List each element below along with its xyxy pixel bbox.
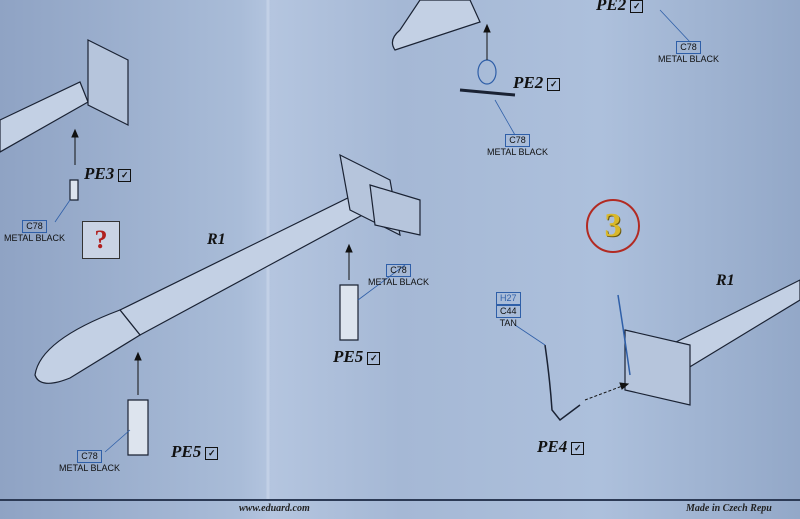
footer-website: www.eduard.com	[239, 503, 310, 514]
paint-code: C78	[22, 220, 47, 233]
part-label-pe2-top: PE2✓	[596, 0, 644, 15]
part-label-text: PE2	[596, 0, 627, 14]
part-label-text: PE5	[333, 347, 364, 366]
rocket-label-r1-right: R1	[716, 272, 735, 289]
part-label-pe5-mid: PE5✓	[333, 347, 381, 367]
fin-center-2	[369, 184, 421, 236]
paint-name: METAL BLACK	[4, 233, 66, 243]
paint-code: C78	[77, 450, 102, 463]
paint-code-h27: H27	[496, 292, 521, 305]
part-label-text: PE4	[537, 437, 568, 456]
part-label-text: PE2	[513, 73, 544, 92]
paint-code: C78	[676, 41, 701, 54]
checkbox-pe3[interactable]: ✓	[118, 169, 132, 182]
paint-name: TAN	[499, 318, 517, 328]
fin-right	[624, 329, 691, 406]
paint-name: METAL BLACK	[658, 54, 720, 64]
rocket-center-nose	[34, 309, 141, 384]
paint-code: C78	[386, 264, 411, 277]
part-pe3	[69, 179, 79, 201]
paint-name: METAL BLACK	[59, 463, 121, 473]
step-number-badge: 3	[586, 199, 640, 253]
checkbox-pe5-mid[interactable]: ✓	[367, 352, 381, 365]
part-label-pe4: PE4✓	[537, 437, 585, 457]
fin-pe3	[87, 39, 129, 126]
part-pe5-left	[127, 399, 149, 456]
paint-name: METAL BLACK	[487, 147, 549, 157]
checkbox-pe4[interactable]: ✓	[571, 442, 585, 455]
footer-rule	[0, 499, 800, 501]
paint-name: METAL BLACK	[368, 277, 430, 287]
checkbox-pe2-top[interactable]: ✓	[630, 0, 644, 13]
help-question-box: ?	[82, 221, 120, 259]
paint-code: C78	[505, 134, 530, 147]
rocket-nose-top	[391, 0, 481, 51]
checkbox-pe2[interactable]: ✓	[547, 78, 561, 91]
part-pe5-mid	[339, 284, 359, 341]
footer-origin: Made in Czech Repu	[686, 503, 772, 514]
rocket-center	[119, 191, 369, 336]
part-label-pe2: PE2✓	[513, 73, 561, 93]
part-label-text: PE3	[84, 164, 115, 183]
rocket-label-r1: R1	[207, 231, 226, 248]
part-label-pe3: PE3✓	[84, 164, 132, 184]
checkbox-pe5-left[interactable]: ✓	[205, 447, 219, 460]
paint-code-c44: C44	[496, 305, 521, 318]
part-pe4	[544, 344, 581, 422]
part-label-text: PE5	[171, 442, 202, 461]
part-label-pe5-left: PE5✓	[171, 442, 219, 462]
